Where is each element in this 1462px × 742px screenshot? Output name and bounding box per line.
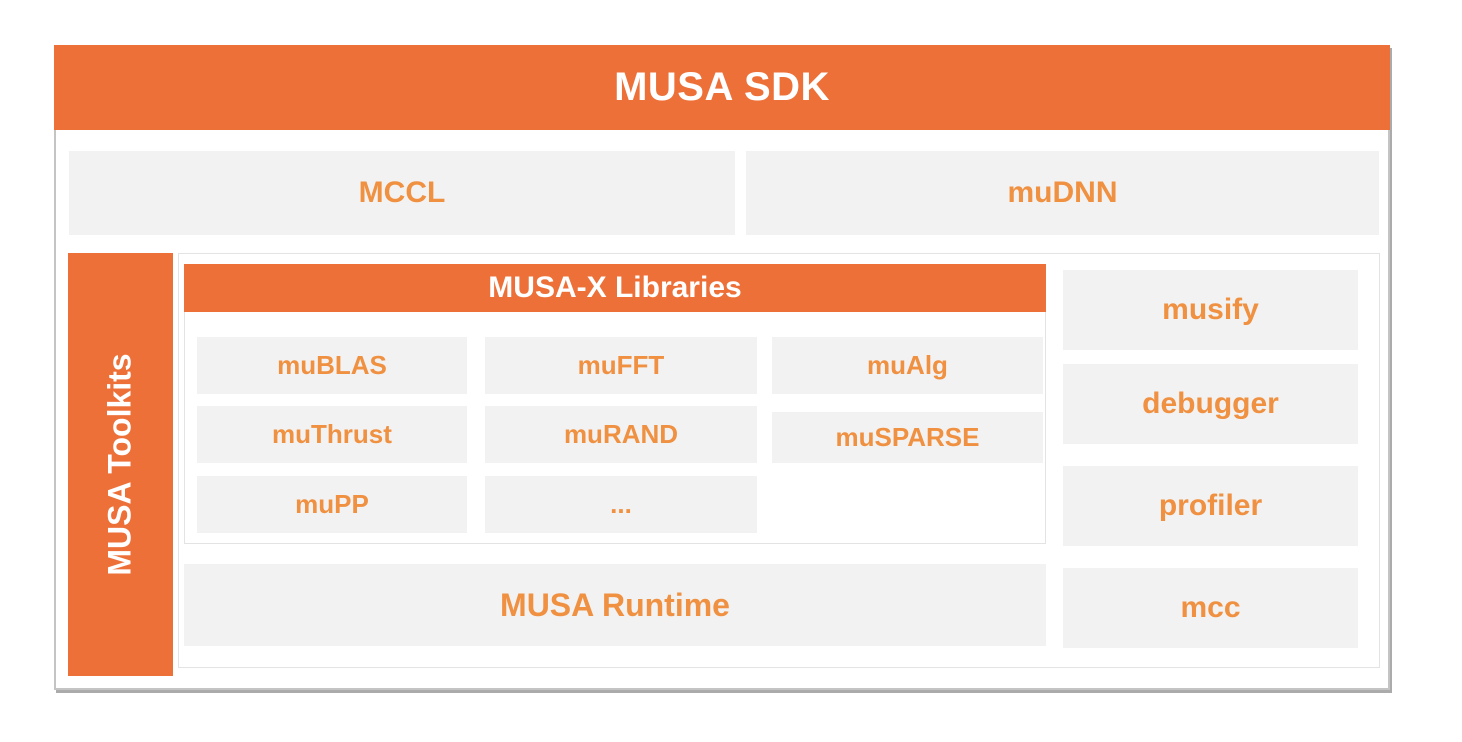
tool-label-musify: musify <box>1162 293 1259 326</box>
musa-toolkits-label: MUSA Toolkits <box>102 353 138 576</box>
musa-x-libraries-group: MUSA-X Libraries muBLAS muFFT muAlg muTh… <box>184 264 1046 544</box>
musa-x-libraries-title: MUSA-X Libraries <box>488 271 742 304</box>
sdk-title-banner: MUSA SDK <box>54 45 1390 130</box>
tool-box-mcc: mcc <box>1063 568 1358 648</box>
library-box-mufft: muFFT <box>485 337 757 394</box>
tool-label-profiler: profiler <box>1158 489 1263 522</box>
library-label-muthrust: muThrust <box>272 419 392 449</box>
library-label-mualg: muAlg <box>867 350 948 380</box>
library-label-ellipsis: ... <box>610 489 632 519</box>
library-box-ellipsis: ... <box>485 476 757 533</box>
library-box-mupp: muPP <box>197 476 467 533</box>
tool-box-debugger: debugger <box>1063 364 1358 444</box>
library-box-muthrust: muThrust <box>197 406 467 463</box>
library-label-mufft: muFFT <box>577 350 665 380</box>
library-box-mublas: muBLAS <box>197 337 467 394</box>
mccl-label: MCCL <box>358 176 446 209</box>
sdk-title: MUSA SDK <box>614 65 830 109</box>
library-label-murand: muRAND <box>563 419 679 449</box>
musa-x-libraries-header: MUSA-X Libraries <box>184 264 1046 312</box>
tool-label-debugger: debugger <box>1142 387 1279 420</box>
tool-box-profiler: profiler <box>1063 466 1358 546</box>
musa-runtime-box: MUSA Runtime <box>184 564 1046 646</box>
mccl-box: MCCL <box>69 151 735 235</box>
tool-label-mcc: mcc <box>1180 591 1241 624</box>
toolkits-panel: MUSA-X Libraries muBLAS muFFT muAlg muTh… <box>178 253 1380 668</box>
library-box-musparse: muSPARSE <box>772 412 1043 463</box>
library-label-mupp: muPP <box>295 489 369 519</box>
mudnn-label: muDNN <box>1007 176 1118 209</box>
library-box-mualg: muAlg <box>772 337 1043 394</box>
tool-box-musify: musify <box>1063 270 1358 350</box>
library-box-murand: muRAND <box>485 406 757 463</box>
sdk-container: MUSA SDK MCCL muDNN MUSA Toolkits MUSA-X… <box>54 45 1390 690</box>
musa-toolkits-bar: MUSA Toolkits <box>68 253 173 676</box>
library-label-musparse: muSPARSE <box>835 422 980 452</box>
musa-runtime-label: MUSA Runtime <box>500 586 730 623</box>
mudnn-box: muDNN <box>746 151 1379 235</box>
library-label-mublas: muBLAS <box>277 350 387 380</box>
